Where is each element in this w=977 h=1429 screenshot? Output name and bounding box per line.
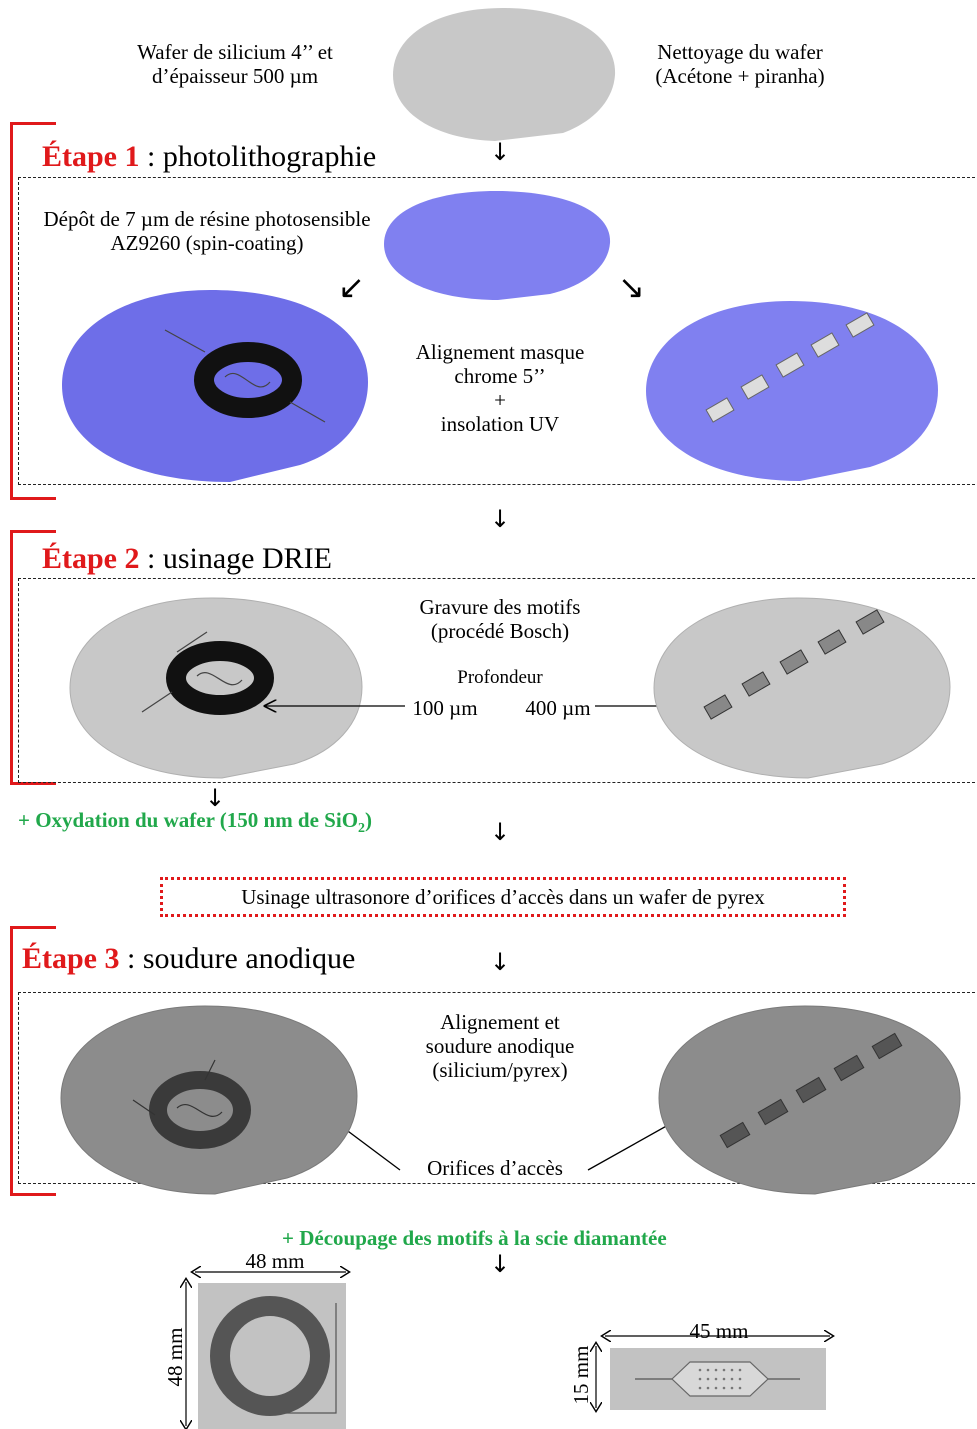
bond-description: Alignement et soudure anodique (silicium… [425,1010,575,1082]
chip-pattern-wafer-resin [646,301,938,481]
silicon-wafer [393,8,616,141]
pyrex-machining-box: Usinage ultrasonore d’orifices d’accès d… [160,877,846,917]
step1-title: Étape 1 : photolithographie [42,140,377,173]
ring-pattern-wafer-bonded [60,1005,358,1195]
down-arrow-3: ↓ [205,784,226,812]
step1-box [18,177,977,485]
down-arrow-5: ↓ [490,948,511,976]
ring-pattern-wafer-resin [62,290,368,482]
oxidation-note: + Oxydation du wafer (150 nm de SiO2) [18,808,373,837]
step3-title: Étape 3 : soudure anodique [22,942,356,975]
step2-bracket [10,530,56,785]
step1-bracket [10,122,56,500]
step3-box [18,992,977,1184]
step2-box [18,578,977,783]
wafer-description: Wafer de silicium 4’’ et d’épaisseur 500… [137,40,333,88]
resin-description: Dépôt de 7 µm de résine photosensible AZ… [43,207,371,255]
step2-title: Étape 2 : usinage DRIE [42,542,332,575]
etch-description: Gravure des motifs (procédé Bosch) [419,595,581,643]
chip-pattern-wafer-etched [653,597,951,779]
cleaning-description: Nettoyage du wafer (Acétone + piranha) [655,40,825,88]
depth-title: Profondeur [457,667,543,688]
alignment-description: Alignement masque chrome 5’’ + insolatio… [415,340,585,436]
chip-pattern-wafer-bonded [658,1005,961,1195]
rect-chip-die [610,1348,826,1410]
cutting-note: + Découpage des motifs à la scie diamant… [282,1226,667,1250]
depth-100: 100 µm [412,696,478,720]
ring-pattern-wafer-etched [69,597,363,779]
down-arrow-2: ↓ [490,505,511,533]
square-ring-die [198,1283,346,1429]
depth-400: 400 µm [525,696,591,720]
step3-bracket [10,926,56,1196]
down-arrow-1: ↓ [490,138,511,166]
orifices-label: Orifices d’accès [427,1156,563,1180]
rect-width-label: 45 mm [689,1319,749,1343]
resin-coated-wafer [384,191,611,300]
arrow-down-left: ↙ [338,268,365,306]
square-height-label: 48 mm [163,1327,187,1387]
arrow-down-right: ↘ [618,268,645,306]
square-width-label: 48 mm [245,1249,305,1273]
down-arrow-6: ↓ [490,1250,511,1278]
rect-height-label: 15 mm [569,1345,593,1405]
down-arrow-4: ↓ [490,818,511,846]
